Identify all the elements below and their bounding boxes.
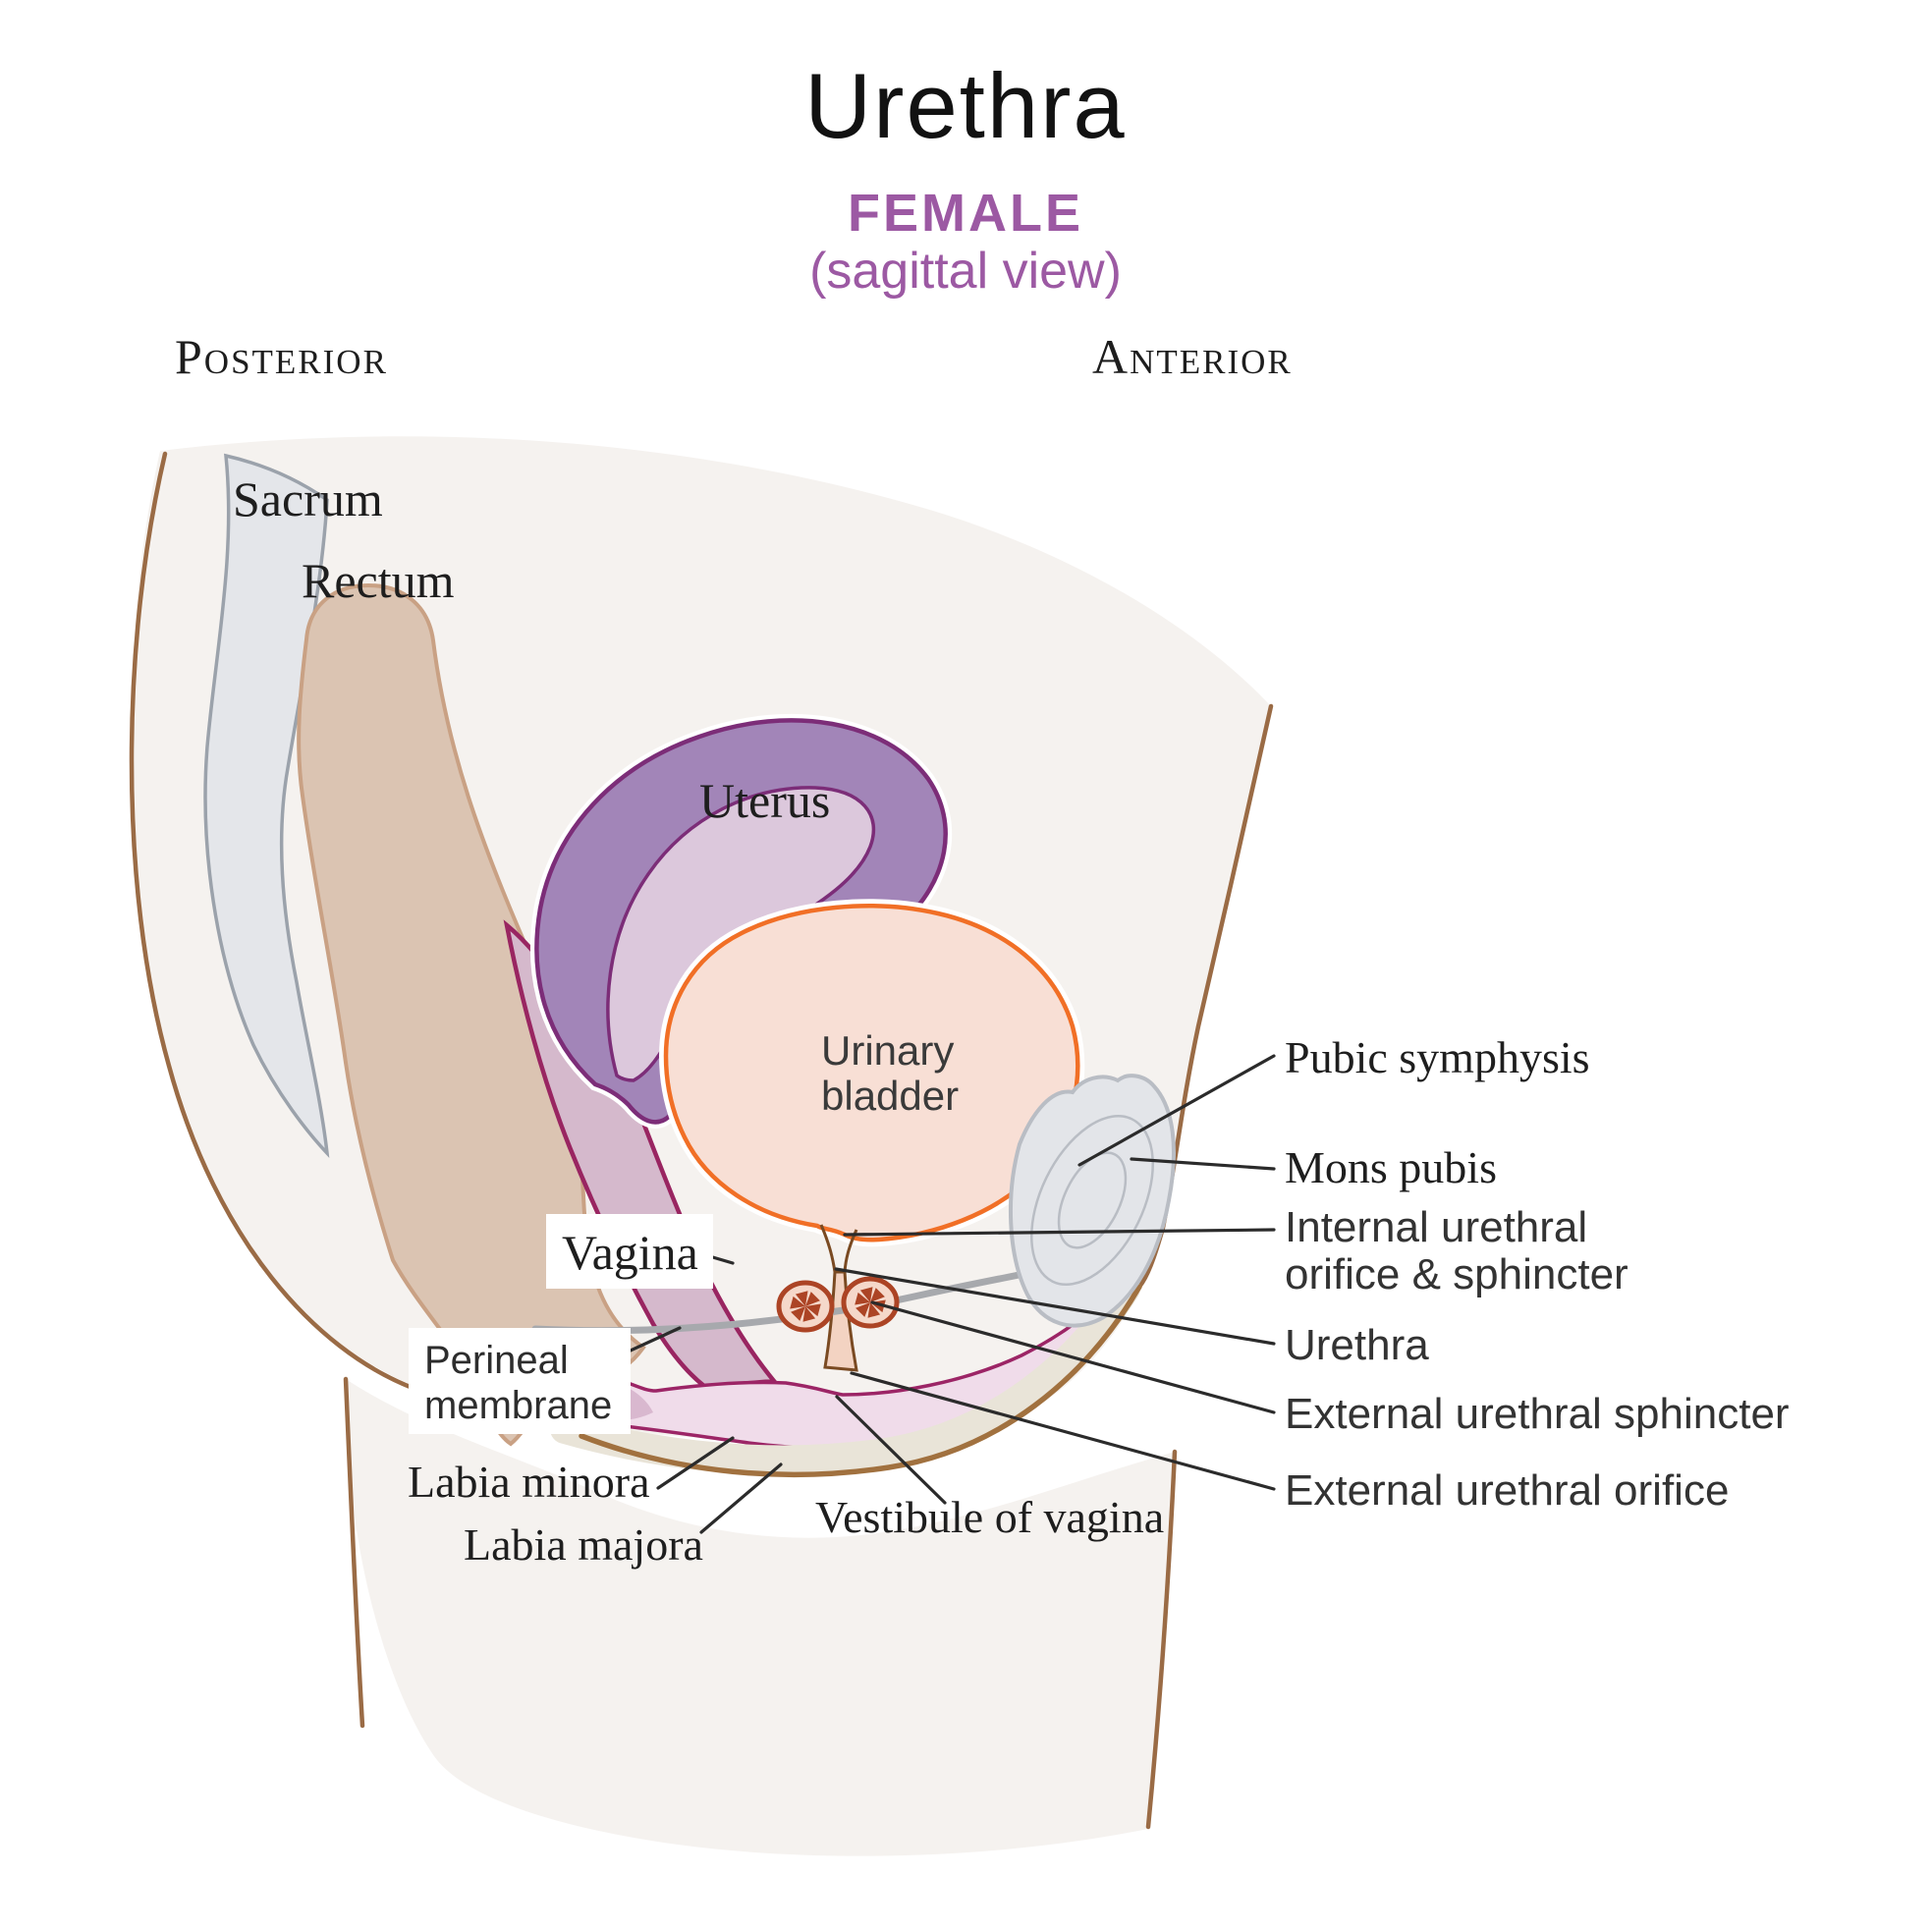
pubic-symphysis-shape [1009,1074,1176,1328]
label-sacrum: Sacrum [233,471,383,526]
label-urinary-bladder-line1: Urinary [821,1027,954,1074]
label-urinary-bladder-line2: bladder [821,1073,959,1119]
leader-labia-minora [656,1436,735,1490]
labia-majora-band [550,1274,1140,1475]
anterior-thigh-outline [1145,1449,1178,1830]
label-vestibule: Vestibule of vagina [815,1492,1164,1542]
label-urethra: Urethra [1285,1321,1429,1369]
label-labia-minora: Labia minora [408,1457,650,1507]
page-title: Urethra [804,54,1126,157]
label-external-urethral-orifice: External urethral orifice [1285,1466,1729,1515]
thigh-silhouette [346,1379,1175,1856]
external-sphincter-wheel-left [779,1283,832,1330]
label-external-urethral-sphincter: External urethral sphincter [1285,1390,1790,1438]
perineal-membrane-label-box [409,1328,631,1434]
label-vagina: Vagina [562,1225,698,1280]
label-mons-pubis: Mons pubis [1285,1142,1497,1192]
label-perineal-membrane-line1: Perineal [424,1339,569,1382]
posterior-thigh-outline [343,1376,365,1729]
labia-majora-outline [579,1284,1142,1478]
leader-mons-pubis [1130,1157,1276,1171]
label-rectum: Rectum [302,553,455,608]
leader-external-sphincter [870,1300,1276,1414]
pubic-symphysis-inner-ring [1030,1114,1154,1287]
vagina-label-box [546,1214,713,1289]
leader-pubic-symphysis [1077,1054,1276,1167]
leader-external-orifice [850,1371,1276,1491]
label-uterus: Uterus [699,773,830,828]
sacrum-shape [203,453,330,1158]
label-internal-urethral-line1: Internal urethral [1285,1203,1587,1251]
leader-urethra [834,1267,1276,1346]
external-sphincter-wheel-right [844,1279,897,1326]
posterior-skin-outline [129,451,415,1391]
subtitle-view: (sagittal view) [809,243,1122,300]
leader-vestibule [835,1395,947,1505]
label-perineal-membrane-line2: membrane [424,1384,612,1427]
leader-labia-majora [699,1463,783,1534]
orientation-posterior: Posterior [175,329,388,384]
leader-internal-urethral [843,1228,1276,1237]
orientation-anterior: Anterior [1092,329,1293,384]
subtitle-sex: FEMALE [848,184,1083,243]
pubic-symphysis-core-ring [1057,1151,1128,1249]
label-labia-majora: Labia majora [464,1519,703,1570]
label-internal-urethral-line2: orifice & sphincter [1285,1250,1628,1298]
label-pubic-symphysis: Pubic symphysis [1285,1032,1590,1082]
